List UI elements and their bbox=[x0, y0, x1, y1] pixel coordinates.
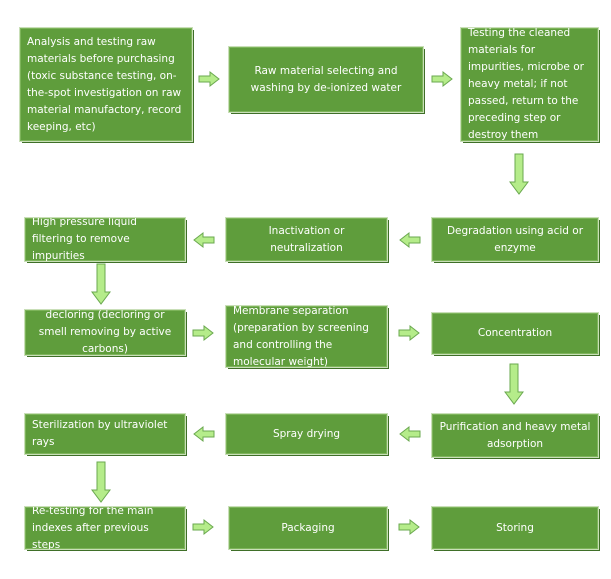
step-label: Storing bbox=[496, 521, 534, 534]
step-degradation: Degradation using acid or enzyme bbox=[431, 217, 599, 262]
step-concentration: Concentration bbox=[431, 312, 599, 355]
arrow-down-icon bbox=[509, 153, 529, 195]
arrow-right-icon bbox=[192, 325, 214, 341]
step-storing: Storing bbox=[431, 506, 599, 550]
arrow-left-icon bbox=[399, 426, 421, 442]
step-packaging: Packaging bbox=[228, 506, 388, 550]
arrow-down-icon bbox=[504, 363, 524, 405]
step-label: Analysis and testing raw materials befor… bbox=[27, 35, 182, 133]
step-hp-liquid-filtering: High pressure liquid filtering to remove… bbox=[24, 216, 186, 262]
arrow-down-icon bbox=[91, 263, 111, 305]
arrow-right-icon bbox=[398, 325, 420, 341]
arrow-left-icon bbox=[193, 426, 215, 442]
arrow-right-icon bbox=[198, 71, 220, 87]
step-label: Packaging bbox=[281, 521, 335, 534]
step-label: Inactivation or neutralization bbox=[268, 224, 345, 254]
step-label: Membrane separation (preparation by scre… bbox=[233, 304, 369, 368]
step-sterilization: Sterilization by ultraviolet rays bbox=[24, 413, 186, 455]
arrow-right-icon bbox=[398, 519, 420, 535]
step-label: Re-testing for the main indexes after pr… bbox=[32, 504, 154, 551]
step-selecting-washing: Raw material selecting and washing by de… bbox=[228, 46, 424, 113]
step-label: Concentration bbox=[477, 327, 553, 339]
step-label: Spray drying bbox=[272, 427, 341, 440]
step-purification: Purification and heavy metal adsorption bbox=[431, 413, 599, 458]
step-label: Testing the cleaned materials for impuri… bbox=[468, 27, 584, 141]
arrow-down-icon bbox=[91, 461, 111, 503]
step-testing-cleaned: Testing the cleaned materials for impuri… bbox=[460, 27, 599, 142]
arrow-right-icon bbox=[431, 71, 453, 87]
step-raw-material-analysis: Analysis and testing raw materials befor… bbox=[19, 27, 193, 142]
arrow-left-icon bbox=[399, 232, 421, 248]
step-inactivation: Inactivation or neutralization bbox=[225, 217, 388, 262]
step-label: Degradation using acid or enzyme bbox=[446, 224, 584, 254]
step-decloring: decloring (decloring or smell removing b… bbox=[24, 309, 186, 356]
step-label: Sterilization by ultraviolet rays bbox=[32, 419, 168, 448]
step-membrane-separation: Membrane separation (preparation by scre… bbox=[225, 305, 388, 368]
step-spray-drying: Spray drying bbox=[225, 413, 388, 455]
step-label: decloring (decloring or smell removing b… bbox=[38, 309, 172, 355]
arrow-left-icon bbox=[193, 232, 215, 248]
step-label: High pressure liquid filtering to remove… bbox=[32, 216, 137, 262]
arrow-right-icon bbox=[192, 519, 214, 535]
step-label: Raw material selecting and washing by de… bbox=[250, 64, 402, 94]
step-label: Purification and heavy metal adsorption bbox=[439, 420, 591, 450]
step-re-testing: Re-testing for the main indexes after pr… bbox=[24, 505, 186, 551]
